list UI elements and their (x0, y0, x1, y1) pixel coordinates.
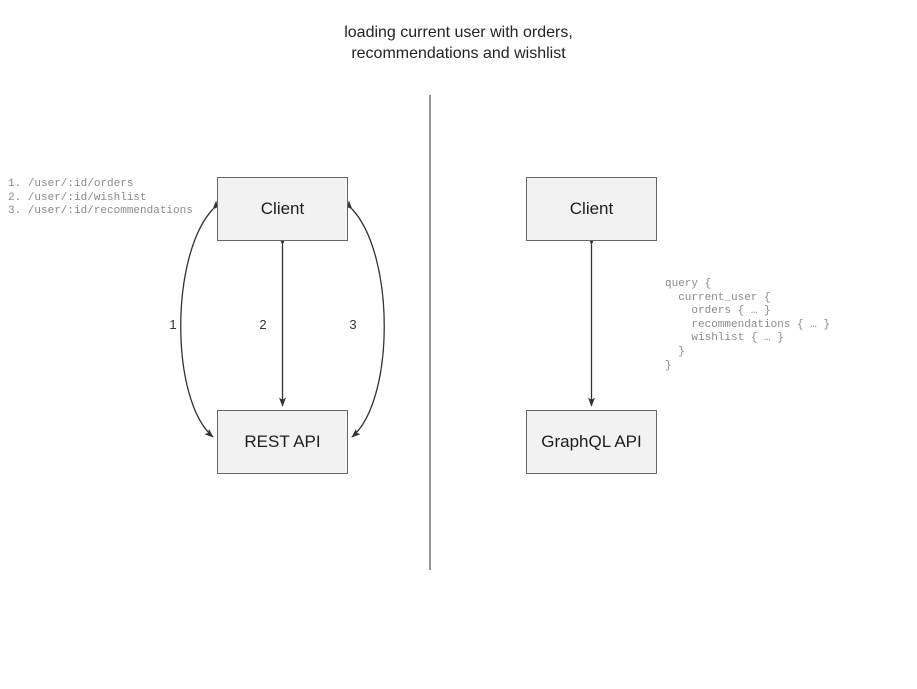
node-graphql-api[interactable]: GraphQL API (526, 410, 657, 474)
edge-label-3: 3 (349, 317, 357, 332)
graphql-query-block: query { current_user { orders { … } reco… (665, 278, 831, 372)
edge-client-rest-3 (343, 200, 385, 438)
node-client-graphql[interactable]: Client (526, 177, 657, 241)
edge-client-rest-1 (180, 200, 222, 438)
edge-label-2: 2 (259, 317, 267, 332)
diagram-title: loading current user with orders, recomm… (344, 24, 573, 62)
rest-endpoint-list: 1. /user/:id/orders 2. /user/:id/wishlis… (8, 178, 193, 218)
node-client-rest[interactable]: Client (217, 177, 348, 241)
edge-label-1: 1 (169, 317, 177, 332)
node-rest-api[interactable]: REST API (217, 410, 348, 474)
